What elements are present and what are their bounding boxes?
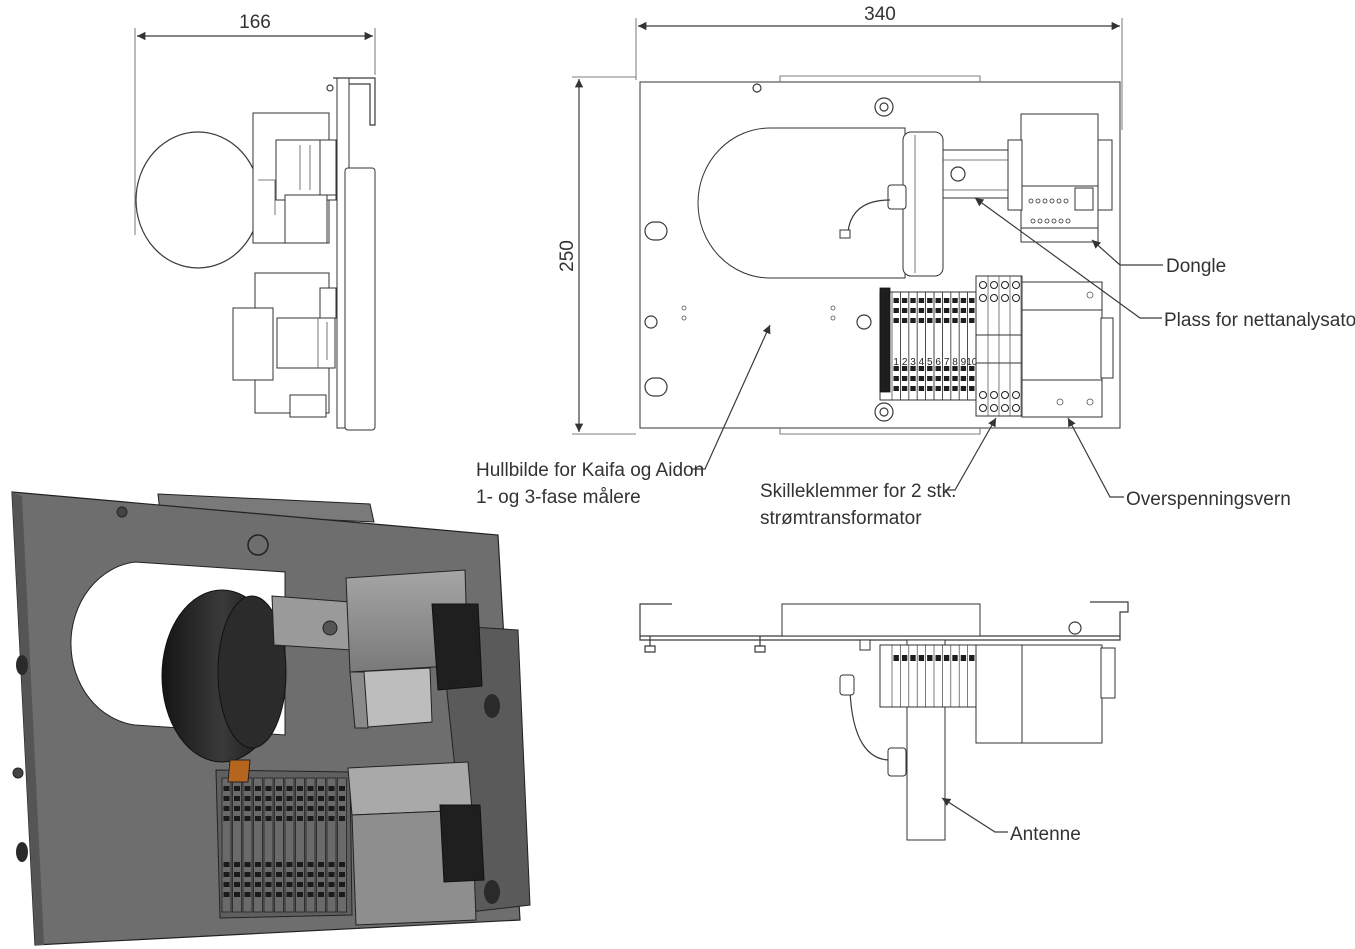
iso-terminal-block bbox=[215, 759, 353, 919]
terminal-number: 1 bbox=[893, 357, 899, 368]
callout-analyzer: Plass for nettanalysator bbox=[1164, 310, 1355, 331]
side-top-hook bbox=[333, 77, 376, 126]
terminal-number: 4 bbox=[919, 357, 925, 368]
terminal-number: 5 bbox=[927, 357, 933, 368]
bottom-terminal-block bbox=[879, 644, 977, 708]
bottom-view bbox=[639, 601, 1129, 841]
side-cover bbox=[344, 167, 376, 431]
terminal-number: 10 bbox=[966, 357, 978, 368]
dimension-166: 166 bbox=[134, 12, 376, 235]
dimension-340: 340 bbox=[635, 4, 1123, 130]
side-upper-module bbox=[252, 112, 337, 244]
dimension-label-front-width: 340 bbox=[864, 4, 896, 25]
front-cylinder bbox=[902, 131, 944, 277]
callouts: Dongle Plass for nettanalysator Hullbild… bbox=[476, 197, 1355, 845]
terminal-number: 9 bbox=[961, 357, 967, 368]
bottom-plate-outline bbox=[639, 601, 1129, 641]
dimension-label-side-width: 166 bbox=[239, 12, 271, 33]
dimension-250: 250 bbox=[557, 76, 636, 435]
front-surge-module bbox=[1021, 281, 1114, 418]
bottom-disconnect-terminals bbox=[975, 644, 1023, 744]
iso-dongle-connector bbox=[431, 603, 483, 691]
iso-surge-module bbox=[347, 761, 485, 926]
side-cable-loop bbox=[135, 131, 261, 269]
bottom-antenna-cable bbox=[849, 689, 891, 761]
side-lower-module bbox=[232, 272, 337, 418]
front-dongle-module bbox=[1007, 113, 1113, 243]
bottom-surge-module bbox=[1021, 644, 1103, 744]
callout-antenna: Antenne bbox=[1010, 824, 1081, 845]
side-view: 166 bbox=[134, 12, 376, 431]
bottom-top-flange bbox=[781, 603, 981, 637]
callout-hole-pattern-line2: 1- og 3-fase målere bbox=[476, 487, 641, 508]
terminal-number: 7 bbox=[944, 357, 950, 368]
callout-dongle: Dongle bbox=[1166, 256, 1226, 277]
front-mounting-holes bbox=[644, 83, 894, 422]
iso-dongle-module bbox=[345, 569, 483, 729]
callout-hole-pattern-line1: Hullbilde for Kaifa og Aidon bbox=[476, 460, 704, 481]
front-view: 340 250 bbox=[557, 4, 1123, 435]
isometric-view bbox=[11, 491, 531, 946]
front-antenna-connector bbox=[839, 184, 907, 239]
meter-cutout bbox=[697, 127, 906, 279]
front-top-flange bbox=[779, 75, 981, 82]
terminal-number: 8 bbox=[952, 357, 958, 368]
terminal-number: 3 bbox=[910, 357, 916, 368]
front-disconnect-terminals bbox=[975, 275, 1023, 417]
callout-terminals-line1: Skilleklemmer for 2 stk. bbox=[760, 481, 956, 502]
iso-orange-tab bbox=[227, 759, 251, 783]
callout-terminals-line2: strømtransformator bbox=[760, 508, 922, 529]
terminal-number: 6 bbox=[935, 357, 941, 368]
callout-surge: Overspenningsvern bbox=[1126, 489, 1291, 510]
terminal-number: 2 bbox=[902, 357, 908, 368]
dimension-label-front-height: 250 bbox=[557, 240, 578, 272]
